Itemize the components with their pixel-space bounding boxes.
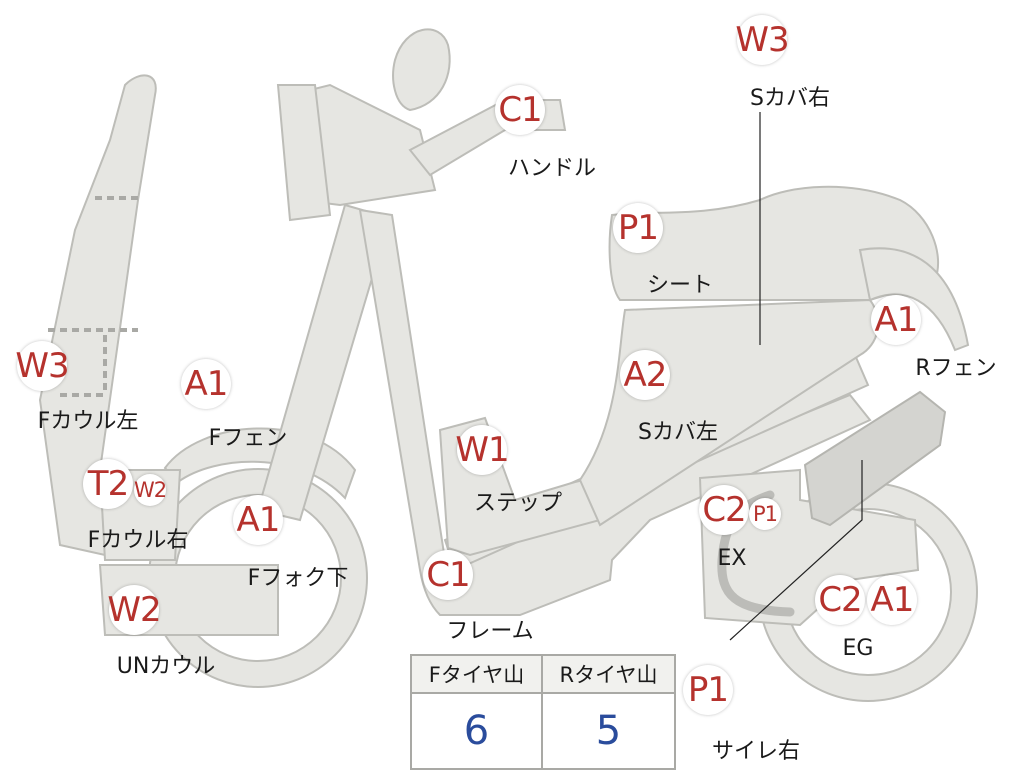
code-badge-a1-rfender: A1 (871, 295, 921, 345)
part-label-muffler: サイレ右 (711, 739, 801, 764)
front-tire-value: 6 (412, 694, 543, 768)
part-label-ex: EX (717, 546, 747, 571)
part-label-eg: EG (842, 636, 874, 661)
rear-tire-value: 5 (595, 708, 622, 754)
code-badge-a1-ffork: A1 (233, 495, 283, 545)
code-badge-w3-fcowl-left: W3 (15, 341, 70, 391)
tire-tread-table: Fタイヤ山 Rタイヤ山 6 5 (410, 654, 676, 770)
code-badge-p1-muffler: P1 (683, 665, 733, 715)
part-label-fcowl-right: Fカウル右 (87, 528, 189, 553)
code-badge-c2-ex: C2 (699, 485, 749, 535)
code-badge-w1-step: W1 (455, 425, 510, 475)
part-label-ffender: Fフェン (208, 426, 288, 451)
code-badge-p1-seat: P1 (613, 203, 663, 253)
code-badge-w3-scover-right: W3 (735, 15, 790, 65)
code-badge-c2-eg: C2 (815, 575, 865, 625)
part-label-under-cowl: UNカウル (116, 654, 216, 679)
part-label-frame: フレーム (446, 619, 534, 644)
front-tire-header: Fタイヤ山 (412, 656, 543, 694)
frame (358, 208, 872, 616)
part-label-step: ステップ (473, 491, 563, 516)
part-label-fcowl-left: Fカウル左 (37, 409, 139, 434)
code-badge-w2-fcowl-right: W2 (134, 474, 167, 506)
part-label-ffork: Fフォク下 (247, 566, 349, 591)
rear-fender (858, 247, 970, 352)
code-badge-a2-scover-left: A2 (620, 350, 670, 400)
headlight (276, 84, 332, 222)
part-label-handle: ハンドル (507, 156, 597, 181)
seat (608, 185, 940, 301)
rear-tire-header: Rタイヤ山 (543, 656, 674, 694)
part-label-scover-left: Sカバ左 (638, 420, 718, 445)
part-label-scover-right: Sカバ右 (750, 86, 830, 111)
code-badge-c1-frame: C1 (423, 550, 473, 600)
code-badge-c1-handle: C1 (495, 85, 545, 135)
code-badge-w2-under-cowl: W2 (107, 585, 162, 635)
front-cowl (38, 74, 157, 557)
mirror (392, 28, 451, 112)
code-badge-a1-eg: A1 (867, 575, 917, 625)
part-label-seat: シート (646, 273, 714, 298)
code-badge-t2-fcowl-right: T2 (83, 459, 133, 509)
code-badge-a1-ffender: A1 (181, 359, 231, 409)
code-badge-p1-ex: P1 (749, 498, 781, 530)
part-label-rfender: Rフェン (915, 356, 997, 381)
muffler (803, 390, 947, 527)
